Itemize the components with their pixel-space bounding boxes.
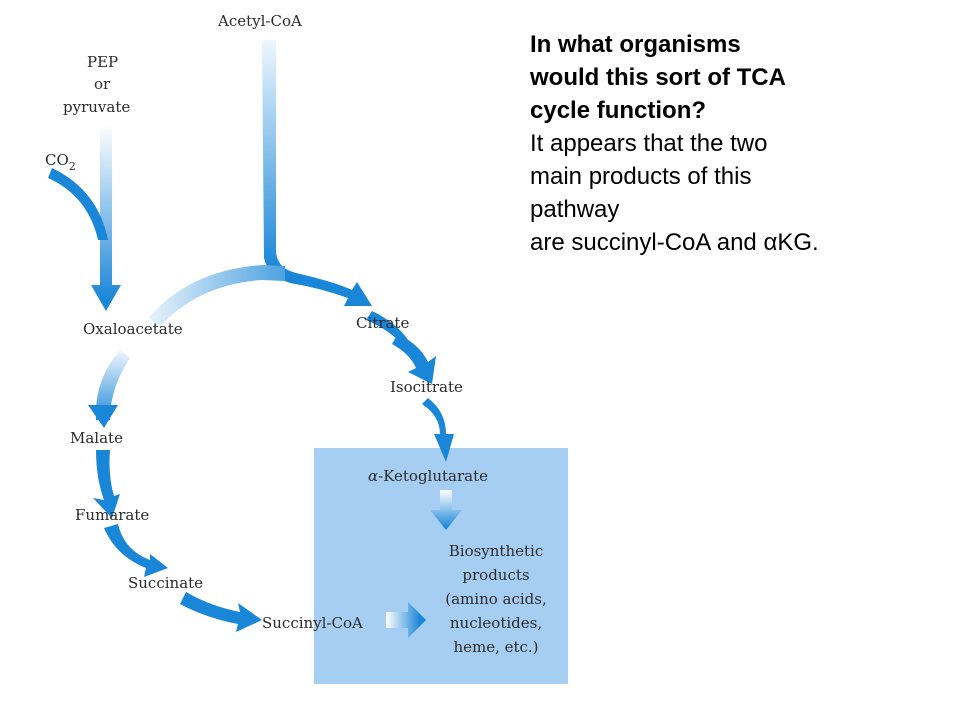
answer-line: main products of this — [530, 163, 752, 190]
question-line: In what organisms — [530, 31, 741, 58]
answer-line: pathway — [530, 196, 620, 223]
fumarate-to-succinate-arrow — [104, 524, 168, 577]
biosynthetic-line: nucleotides, — [450, 614, 542, 632]
cycle-arrow-top — [148, 265, 285, 326]
question-line: would this sort of TCA — [530, 64, 786, 91]
isocitrate-to-akg-arrow — [392, 334, 436, 384]
label-oxaloacetate: Oxaloacetate — [83, 320, 183, 338]
label-succinate: Succinate — [128, 574, 203, 592]
label-malate: Malate — [70, 429, 123, 447]
cycle-arrow-left — [95, 350, 130, 420]
malate-to-fumarate-arrow — [93, 450, 120, 518]
label-co2: CO2 — [45, 151, 76, 173]
succinylcoa-to-products-arrow — [386, 602, 426, 638]
biosynthetic-line: Biosynthetic — [449, 542, 543, 560]
biosynthetic-line: (amino acids, — [445, 590, 546, 608]
label-or: or — [94, 75, 111, 93]
succinate-to-succinylcoa-arrow — [180, 592, 262, 632]
label-acetyl-coa: Acetyl-CoA — [217, 12, 302, 30]
question-line: cycle function? — [530, 97, 707, 124]
label-isocitrate: Isocitrate — [390, 378, 463, 396]
label-citrate: Citrate — [356, 314, 409, 332]
label-succinyl-coa: Succinyl-CoA — [262, 614, 363, 632]
answer-line: It appears that the two — [530, 130, 768, 157]
co2-arrow — [48, 168, 108, 240]
label-pep: PEP — [87, 53, 118, 71]
malate-arrow-head — [88, 405, 118, 428]
akg-input-arrow — [422, 398, 454, 462]
pep-pyruvate-arrow — [91, 125, 121, 311]
label-alpha-ketoglutarate: α-Ketoglutarate — [368, 467, 488, 485]
biosynthetic-line: heme, etc.) — [453, 638, 538, 656]
acetyl-coa-arrow — [262, 40, 372, 306]
question-text-block: In what organisms would this sort of TCA… — [530, 28, 950, 259]
akg-to-products-arrow — [430, 490, 462, 530]
cycle-arrow-right — [366, 311, 418, 362]
label-pyruvate: pyruvate — [63, 98, 130, 116]
label-co2-subscript: 2 — [69, 160, 76, 173]
biosynthetic-box — [314, 448, 568, 684]
biosynthetic-line: products — [462, 566, 529, 584]
label-fumarate: Fumarate — [75, 506, 149, 524]
answer-line: are succinyl-CoA and αKG. — [530, 229, 819, 256]
